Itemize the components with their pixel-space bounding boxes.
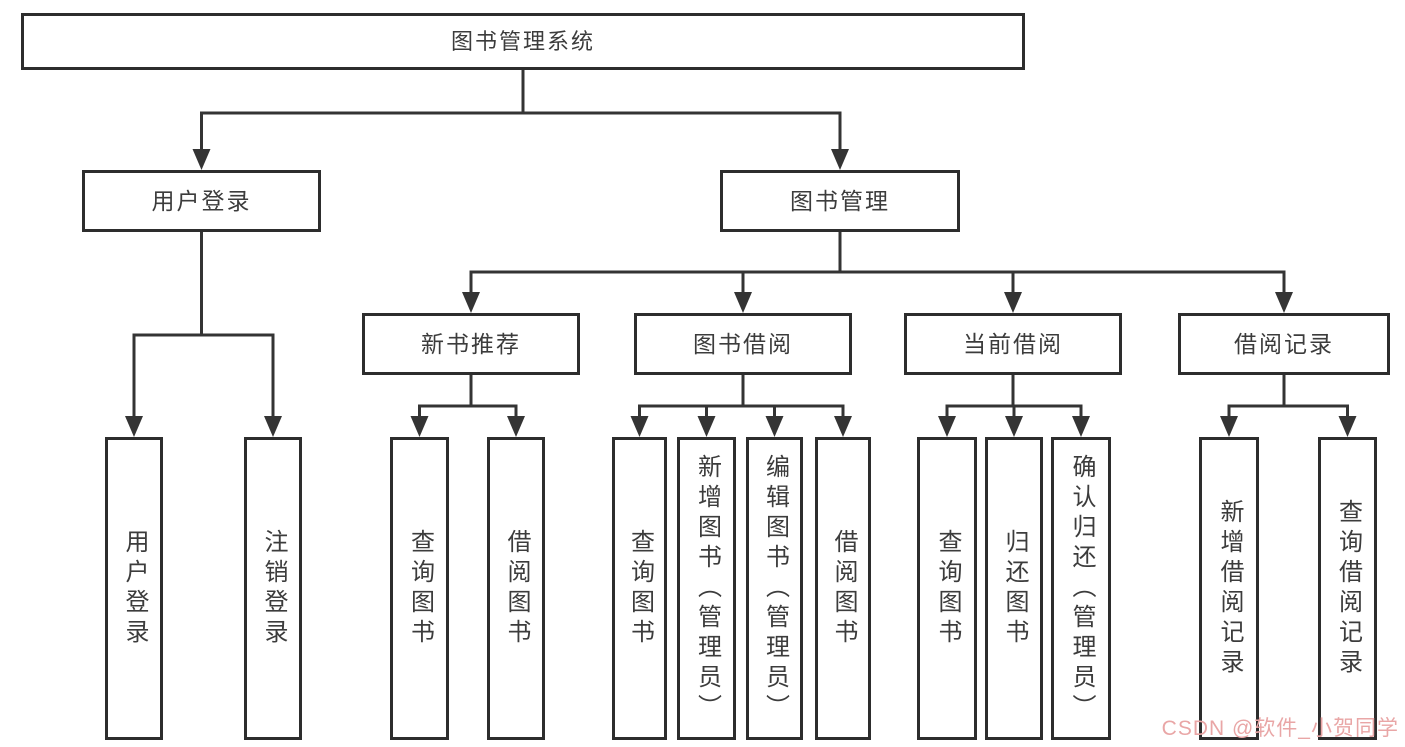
leaf-add-borrow-record: 新增借阅记录 xyxy=(1199,437,1259,740)
arrowhead-down xyxy=(630,416,649,437)
node-user-login: 用户登录 xyxy=(82,170,321,232)
arrowhead-down xyxy=(834,416,852,437)
leaf-query-books-3: 查询图书 xyxy=(917,437,977,740)
arrowhead-down xyxy=(1004,292,1022,313)
leaf-borrow-books-1: 借阅图书 xyxy=(487,437,545,740)
arrowhead-down xyxy=(1005,416,1023,437)
node-book-borrow: 图书借阅 xyxy=(634,313,852,375)
arrowhead-down xyxy=(1275,292,1293,313)
leaf-query-borrow-record: 查询借阅记录 xyxy=(1318,437,1377,740)
watermark: CSDN @软件_小贺同学 xyxy=(1161,717,1399,740)
arrowhead-down xyxy=(264,416,282,437)
leaf-query-books-1: 查询图书 xyxy=(390,437,449,740)
arrowhead-down xyxy=(462,292,480,313)
leaf-query-books-2: 查询图书 xyxy=(612,437,667,740)
arrowhead-down xyxy=(507,416,525,437)
arrowhead-down xyxy=(697,416,716,437)
node-library-system: 图书管理系统 xyxy=(21,13,1025,70)
arrowhead-down xyxy=(410,416,429,437)
arrowhead-down xyxy=(734,292,752,313)
leaf-confirm-return-admin: 确认归还（管理员） xyxy=(1051,437,1111,740)
node-current-borrow: 当前借阅 xyxy=(904,313,1122,375)
leaf-add-books-admin: 新增图书（管理员） xyxy=(677,437,736,740)
leaf-return-books: 归还图书 xyxy=(985,437,1043,740)
arrowhead-down xyxy=(1338,416,1357,437)
node-book-management: 图书管理 xyxy=(720,170,960,232)
arrowhead-down xyxy=(938,416,956,437)
arrowhead-down xyxy=(125,416,143,437)
leaf-logout-login: 注销登录 xyxy=(244,437,302,740)
arrowhead-down xyxy=(831,149,849,170)
arrowhead-down xyxy=(192,149,211,170)
arrowhead-down xyxy=(1220,416,1238,437)
leaf-borrow-books-2: 借阅图书 xyxy=(815,437,871,740)
leaf-user-login: 用户登录 xyxy=(105,437,163,740)
node-borrow-records: 借阅记录 xyxy=(1178,313,1390,375)
arrowhead-down xyxy=(765,416,784,437)
arrowhead-down xyxy=(1072,416,1090,437)
leaf-edit-books-admin: 编辑图书（管理员） xyxy=(746,437,803,740)
node-new-book-recommend: 新书推荐 xyxy=(362,313,580,375)
